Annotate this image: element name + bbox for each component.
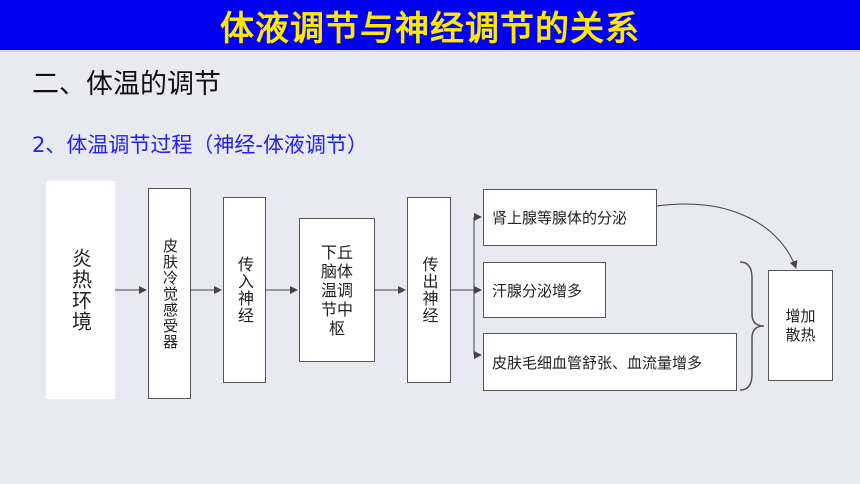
section-heading: 二、体温的调节 — [32, 69, 221, 100]
receptor-box: 皮肤冷觉感受器 — [148, 188, 191, 399]
center-box: 下丘脑体温调节中枢 — [299, 218, 375, 362]
effect-label-2: 汗腺分泌增多 — [492, 281, 583, 300]
result-label: 增加散热 — [785, 306, 816, 344]
efferent-nerve-box: 传出神经 — [407, 197, 451, 383]
effect-label-3: 皮肤毛细血管舒张、血流量增多 — [492, 353, 703, 372]
effect-box-2: 汗腺分泌增多 — [483, 262, 606, 318]
receptor-label: 皮肤冷觉感受器 — [161, 237, 179, 350]
curved-arrow-to-result — [656, 203, 798, 269]
efferent-nerve-label: 传出神经 — [419, 256, 439, 324]
stimulus-label: 炎热环境 — [68, 248, 93, 332]
afferent-nerve-box: 传入神经 — [223, 197, 266, 383]
center-label: 下丘脑体温调节中枢 — [320, 242, 353, 338]
effect-box-3: 皮肤毛细血管舒张、血流量增多 — [483, 333, 737, 391]
result-box: 增加散热 — [768, 270, 833, 381]
title-banner: 体液调节与神经调节的关系 — [0, 0, 860, 52]
afferent-nerve-label: 传入神经 — [235, 256, 254, 324]
effect-label-1: 肾上腺等腺体的分泌 — [492, 209, 628, 227]
stimulus-box: 炎热环境 — [46, 181, 115, 399]
effects-brace — [739, 261, 765, 391]
slide-title: 体液调节与神经调节的关系 — [220, 8, 640, 49]
effect-box-1: 肾上腺等腺体的分泌 — [483, 189, 657, 246]
subsection-heading: 2、体温调节过程（神经-体液调节） — [32, 133, 368, 157]
